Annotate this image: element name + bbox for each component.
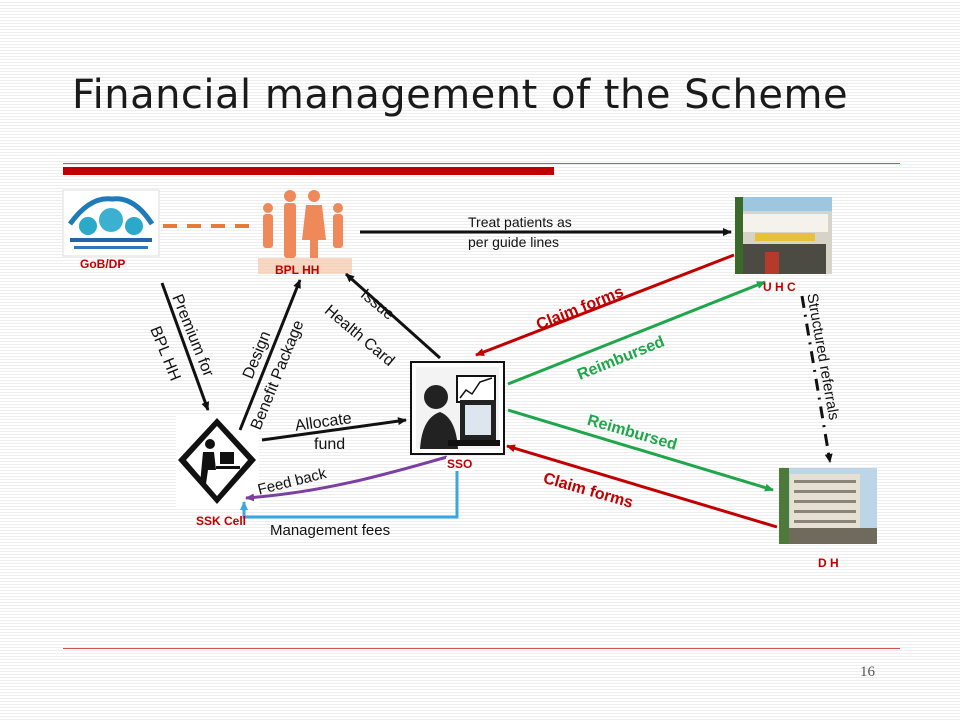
node-label-gob-dp: GoB/DP: [80, 257, 126, 271]
uhc-building-icon: [735, 197, 832, 274]
arrow-premium: [160, 282, 210, 411]
slide-title: Financial management of the Scheme: [72, 72, 849, 118]
label-treat-patients-line1: Treat patients as: [468, 214, 572, 230]
arrow-reimbursed-uhc: [507, 280, 766, 386]
node-label-bpl-hh: BPL HH: [275, 263, 320, 277]
arrow-feedback: [245, 455, 448, 502]
bpl-family-icon: [258, 190, 352, 274]
label-treat-patients-line2: per guide lines: [468, 234, 560, 250]
sso-computer-user-icon: [410, 361, 505, 455]
arrow-issue-card: [345, 272, 441, 360]
label-fund: fund: [314, 436, 346, 453]
dh-building-icon: [779, 468, 877, 544]
arrow-design-benefit: [238, 279, 302, 431]
header-divider: [63, 163, 900, 164]
node-label-dh: D H: [818, 556, 839, 570]
arrow-claim-uhc: [475, 253, 735, 357]
page-number: 16: [860, 664, 875, 680]
arrow-reimbursed-dh: [507, 408, 774, 492]
arrow-claim-dh: [506, 444, 778, 529]
arrow-management-fees: [240, 464, 459, 519]
node-label-sso: SSO: [446, 457, 474, 471]
label-treat-patients: Treat patients as per guide lines: [468, 212, 572, 252]
gob-logo-icon: [62, 189, 160, 257]
node-label-ssk-cell: SSK Cell: [196, 514, 247, 528]
arrow-allocate-fund: [261, 417, 407, 442]
header-accent-bar: [63, 167, 554, 175]
arrow-structured-referrals: [800, 295, 833, 463]
node-label-uhc: U H C: [763, 280, 796, 294]
footer-divider: [63, 648, 900, 649]
ssk-cell-icon: [176, 416, 259, 509]
label-management-fees: Management fees: [270, 522, 391, 539]
